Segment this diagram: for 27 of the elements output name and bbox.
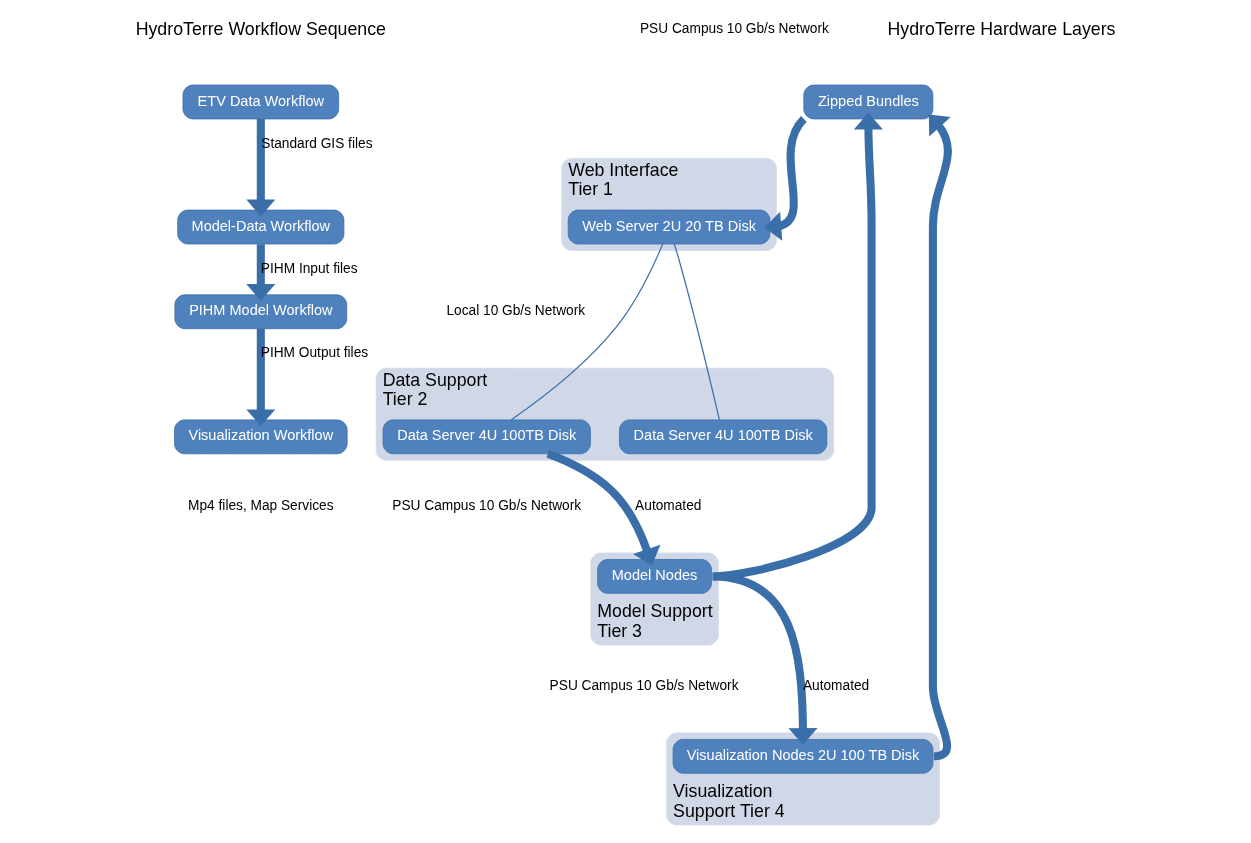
- label: PSU Campus 10 Gb/s Network: [639, 21, 829, 37]
- arrow: [246, 118, 276, 217]
- label: PSU Campus 10 Gb/s Network: [549, 677, 739, 693]
- arrow: [546, 450, 661, 566]
- arrow: [764, 116, 808, 241]
- arrow: [246, 244, 276, 301]
- arrow: [928, 114, 952, 761]
- node-box: Data Server 4U 100TB Disk: [619, 419, 828, 455]
- label: HydroTerre Hardware Layers: [887, 18, 1116, 39]
- label: Local 10 Gb/s Network: [446, 303, 586, 319]
- arrow: [246, 328, 276, 426]
- edge-label: Automated: [635, 497, 702, 513]
- node-box: Visualization Nodes 2U 100 TB Disk: [672, 739, 934, 774]
- node-box: PIHM Model Workflow: [174, 294, 348, 330]
- node-box: Model Nodes: [597, 559, 712, 594]
- node-box: ETV Data Workflow: [182, 84, 340, 120]
- arrow: [712, 112, 883, 581]
- connector: [673, 243, 720, 421]
- node-box: Data Server 4U 100TB Disk: [382, 419, 591, 455]
- label: PSU Campus 10 Gb/s Network: [392, 497, 582, 513]
- node-box: Visualization Workflow: [174, 419, 348, 455]
- node-box: Web Server 2U 20 TB Disk: [567, 209, 771, 245]
- connector: [510, 243, 664, 421]
- node-box: Model-Data Workflow: [177, 209, 345, 245]
- label: Mp4 files, Map Services: [188, 497, 334, 513]
- node-box: Zipped Bundles: [803, 84, 934, 120]
- label: HydroTerre Workflow Sequence: [135, 18, 386, 39]
